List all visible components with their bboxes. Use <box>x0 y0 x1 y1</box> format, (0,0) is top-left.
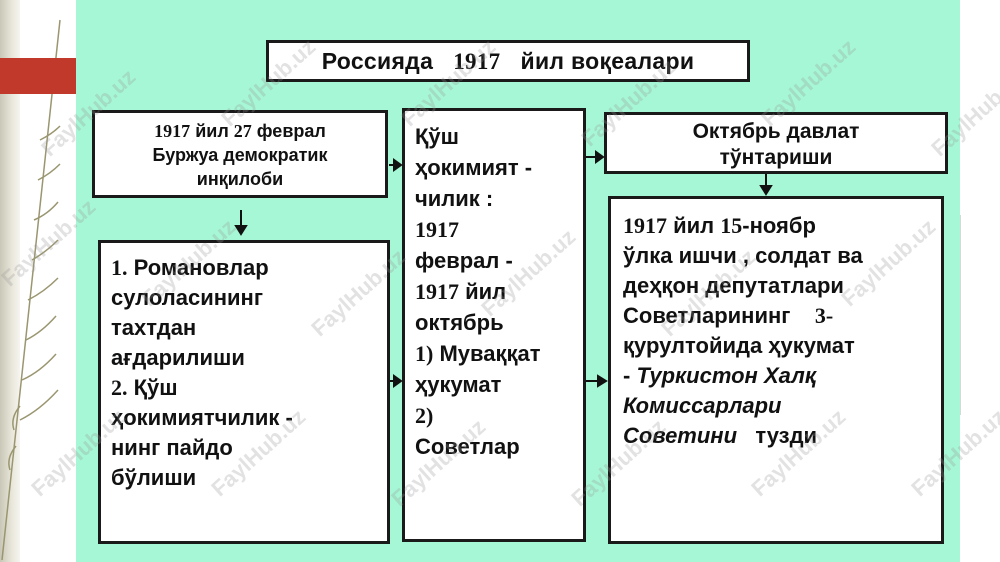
arrow-head <box>759 185 773 196</box>
arrow-head <box>597 374 608 388</box>
accent-red-bar <box>0 58 76 94</box>
revolution-results-box: 1. Романовлар сулоласининг тахтдан ағдар… <box>98 240 390 544</box>
november-congress-box: 1917 йил 15-ноябр ўлка ишчи , солдат ва … <box>608 196 944 544</box>
arrow-head <box>595 150 605 164</box>
arrow-head <box>234 225 248 236</box>
dual-power-box: Қўш ҳокимият - чилик : 1917 феврал - 191… <box>402 108 586 542</box>
left-decorative-strip <box>0 0 20 562</box>
leaf-pattern-decoration <box>1 19 61 561</box>
october-coup-box: Октябрь давлат тўнтариши <box>604 112 948 174</box>
diagram-title: Россияда 1917 йил воқеалари <box>266 40 750 82</box>
arrow-head <box>393 374 403 388</box>
arrow-head <box>393 158 403 172</box>
right-side-panel <box>960 215 979 415</box>
february-revolution-box: 1917 йил 27 феврал Буржуа демократик инқ… <box>92 110 388 198</box>
